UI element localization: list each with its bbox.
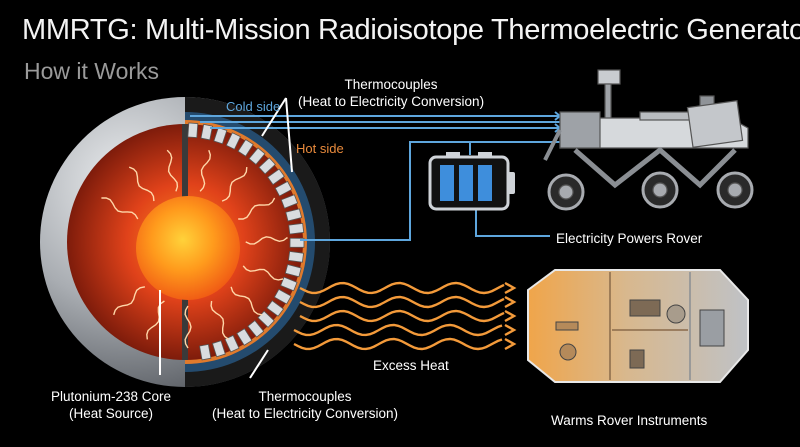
rover-illustration: [543, 69, 754, 211]
thermocouple-segment: [248, 147, 266, 166]
thermocouple-segment: [288, 250, 304, 263]
core-desc: (Heat Source): [68, 406, 154, 421]
heat-wave-arrow: [293, 337, 517, 351]
thermocouples-top-label: Thermocouples (Heat to Electricity Conve…: [298, 76, 484, 110]
thermocouple-segment: [225, 132, 242, 150]
thermocouple-segment: [267, 168, 285, 186]
hot-side-label: Hot side: [296, 141, 344, 156]
thermocouples-bottom-title: Thermocouples: [258, 389, 352, 404]
diagram-title: MMRTG: Multi-Mission Radioisotope Thermo…: [22, 14, 800, 46]
power-wires: [300, 141, 560, 241]
core-heat-arrow: [101, 197, 139, 220]
core-heat-arrow: [245, 236, 288, 245]
callout-lines: [159, 97, 293, 379]
thermocouple-segment: [274, 180, 293, 197]
heat-wave-arrow: [293, 323, 517, 337]
core-heat-arrow: [128, 166, 155, 202]
thermocouple-segment: [266, 300, 285, 317]
core-heat-arrow: [221, 167, 248, 202]
battery-icon: [428, 152, 515, 211]
thermocouples-top-title: Thermocouples: [344, 77, 438, 92]
core-heat-arrow: [230, 286, 263, 316]
thermocouple-segment: [280, 194, 299, 209]
core-heat-arrow: [166, 149, 179, 192]
heat-wave-arrow: [299, 309, 517, 323]
thermocouple-segment: [280, 276, 298, 292]
excess-heat-waves: [293, 281, 517, 351]
diagram-subtitle: How it Works: [24, 58, 160, 84]
cold-side-label: Cold side: [226, 99, 281, 114]
warms-rover-instruments-label: Warms Rover Instruments: [551, 413, 708, 428]
core-heat-arrow: [210, 300, 230, 340]
thermocouple-segment: [273, 288, 292, 305]
thermocouple-segment: [258, 157, 276, 175]
thermocouple-segment: [288, 222, 305, 235]
electricity-powers-rover-label: Electricity Powers Rover: [556, 231, 703, 246]
core-heat-arrow: [242, 265, 284, 281]
core-heat-arrow: [199, 149, 212, 192]
thermocouple-segment: [237, 138, 254, 157]
thermocouple-segment: [285, 208, 303, 222]
core-title: Plutonium-238 Core: [50, 389, 172, 404]
thermocouples-top-desc: (Heat to Electricity Conversion): [298, 94, 485, 109]
thermocouple-segment: [211, 340, 226, 358]
plutonium-core: [136, 196, 240, 300]
heat-wave-arrow: [299, 281, 517, 295]
core-heat-arrow: [113, 286, 146, 316]
core-label: Plutonium-238 Core (Heat Source): [36, 388, 186, 422]
thermocouple-segment: [199, 343, 212, 361]
core-heat-arrow: [238, 197, 276, 220]
thermocouples-bottom-desc: (Heat to Electricity Conversion): [211, 406, 399, 421]
rover-instrument-bay: [527, 269, 749, 383]
excess-heat-label: Excess Heat: [373, 358, 449, 373]
heat-wave-arrow: [299, 295, 517, 309]
cold-side-wires: [190, 111, 561, 133]
thermocouple-segment: [236, 328, 253, 346]
thermocouple-segment: [213, 127, 228, 145]
thermocouple-segment: [247, 319, 265, 338]
thermocouple-segment: [284, 263, 302, 278]
thermocouple-segment: [187, 122, 199, 138]
thermocouples-bottom-label: Thermocouples (Heat to Electricity Conve…: [205, 388, 405, 422]
core-heat-arrows: [101, 149, 288, 349]
thermocouple-segment: [200, 123, 213, 141]
core-heat-arrow: [184, 305, 192, 349]
